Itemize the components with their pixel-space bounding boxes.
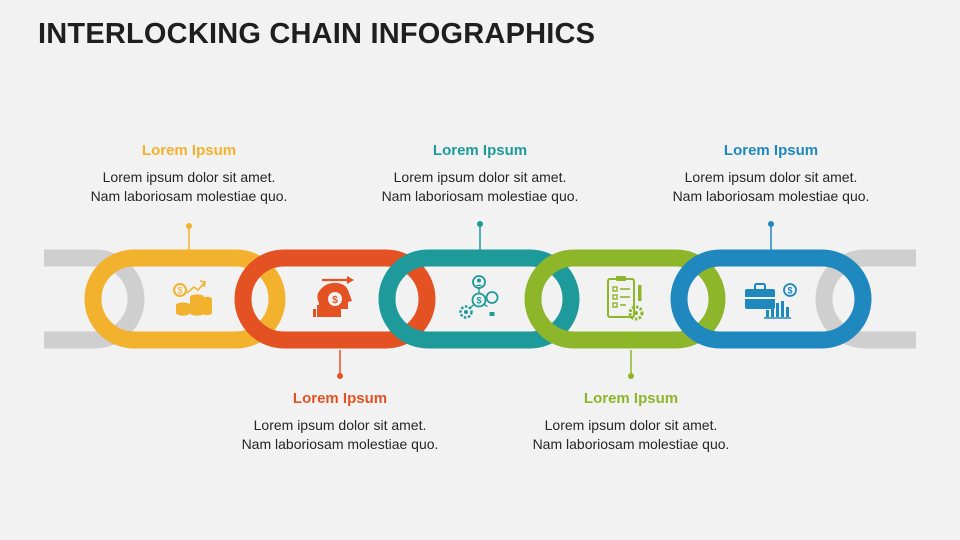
callout-2-heading: Lorem Ipsum	[292, 390, 388, 407]
checklist-gear-icon	[607, 276, 644, 321]
callout-5: Lorem Ipsum Lorem ipsum dolor sit amet. …	[646, 142, 896, 206]
callout-1-text-1: Lorem ipsum dolor sit amet.	[102, 169, 276, 185]
callout-3-text-1: Lorem ipsum dolor sit amet.	[393, 169, 567, 185]
callout-connectors	[186, 221, 774, 379]
head-dollar-arrow-icon: $	[313, 276, 354, 317]
briefcase-chart-icon: $	[745, 283, 797, 319]
connector-dot-2	[337, 373, 343, 379]
network-dollar-icon: $	[459, 275, 499, 319]
page-title: INTERLOCKING CHAIN INFOGRAPHICS	[38, 18, 596, 50]
callout-4-text-2: Nam laboriosam molestiae quo.	[532, 436, 730, 452]
coins-growth-icon: $	[173, 280, 212, 316]
chain-link-3	[378, 249, 580, 349]
callout-3: Lorem Ipsum Lorem ipsum dolor sit amet. …	[355, 142, 605, 206]
callout-3-heading: Lorem Ipsum	[432, 142, 528, 159]
svg-text:$: $	[787, 286, 792, 296]
callout-5-heading: Lorem Ipsum	[723, 142, 819, 159]
callout-5-text-1: Lorem ipsum dolor sit amet.	[684, 169, 858, 185]
chain-link-5	[670, 249, 872, 349]
chain-link-4	[524, 249, 726, 349]
svg-text:$: $	[332, 295, 338, 306]
chain-link-1	[84, 249, 286, 349]
callout-1-text-2: Nam laboriosam molestiae quo.	[90, 188, 288, 204]
connector-dot-5	[768, 221, 774, 227]
svg-text:$: $	[177, 286, 182, 296]
callout-2: Lorem Ipsum Lorem ipsum dolor sit amet. …	[215, 390, 465, 454]
svg-text:$: $	[476, 296, 481, 306]
callout-2-text-2: Nam laboriosam molestiae quo.	[241, 436, 439, 452]
chain-links	[84, 249, 872, 349]
callout-4: Lorem Ipsum Lorem ipsum dolor sit amet. …	[506, 390, 756, 454]
chain-link-2	[234, 249, 436, 349]
connector-dot-3	[477, 221, 483, 227]
callout-4-heading: Lorem Ipsum	[583, 390, 679, 407]
callout-1: Lorem Ipsum Lorem ipsum dolor sit amet. …	[64, 142, 314, 206]
callout-1-heading: Lorem Ipsum	[141, 142, 237, 159]
callout-4-text-1: Lorem ipsum dolor sit amet.	[544, 417, 718, 433]
callout-3-text-2: Nam laboriosam molestiae quo.	[381, 188, 579, 204]
callout-5-text-2: Nam laboriosam molestiae quo.	[672, 188, 870, 204]
callout-2-text-1: Lorem ipsum dolor sit amet.	[253, 417, 427, 433]
connector-dot-1	[186, 223, 192, 229]
connector-dot-4	[628, 373, 634, 379]
